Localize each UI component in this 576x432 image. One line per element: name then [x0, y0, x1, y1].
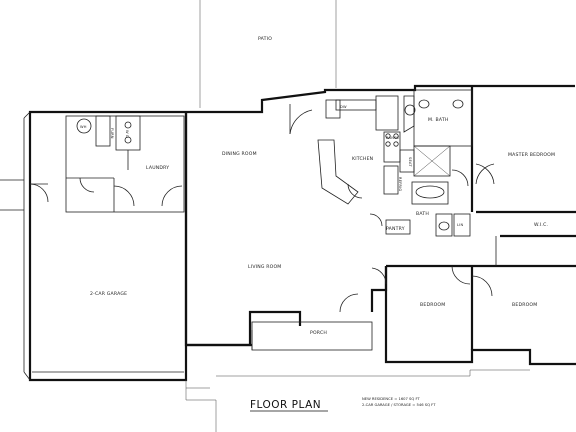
label-bedroom-2: BEDROOM	[512, 302, 537, 308]
label-wh: WH	[80, 125, 87, 129]
laundry-block	[65, 115, 185, 213]
label-pantry: PANTRY	[386, 226, 405, 232]
note-residence: NEW RESIDENCE = 1607 SQ FT	[362, 397, 421, 401]
house-walls	[184, 84, 576, 366]
label-dw: DW	[340, 105, 347, 109]
bath-fixtures	[411, 89, 495, 237]
label-porch: PORCH	[310, 330, 327, 336]
label-range: RANGE	[386, 136, 400, 140]
grade-lines	[185, 369, 530, 432]
label-patio: PATIO	[258, 36, 272, 42]
label-laundry: LAUNDRY	[146, 165, 169, 171]
label-lin: LIN	[457, 223, 463, 227]
label-refrig: REFRIG	[398, 177, 402, 191]
label-kitchen: KITCHEN	[352, 156, 373, 162]
label-living-room: LIVING ROOM	[248, 264, 281, 270]
label-wd: W D	[125, 130, 129, 138]
label-master-bedroom: MASTER BEDROOM	[508, 152, 555, 158]
label-bath: BATH	[416, 211, 429, 217]
label-seat: SEAT	[408, 157, 412, 167]
label-furn: FURN	[110, 128, 114, 139]
plan-title: FLOOR PLAN	[250, 399, 321, 411]
door-swings	[339, 183, 493, 313]
label-bedroom-1: BEDROOM	[420, 302, 445, 308]
kitchen-fixtures	[317, 95, 416, 235]
label-dining-room: DINING ROOM	[222, 151, 257, 157]
label-wic: W.I.C.	[534, 222, 548, 228]
label-garage: 2-CAR GARAGE	[90, 291, 127, 297]
patio-outline	[199, 0, 337, 108]
garage-walls	[0, 110, 188, 382]
label-m-bath: M. BATH	[428, 117, 448, 123]
note-garage: 2-CAR GARAGE / STORAGE = 546 SQ FT	[362, 403, 436, 407]
